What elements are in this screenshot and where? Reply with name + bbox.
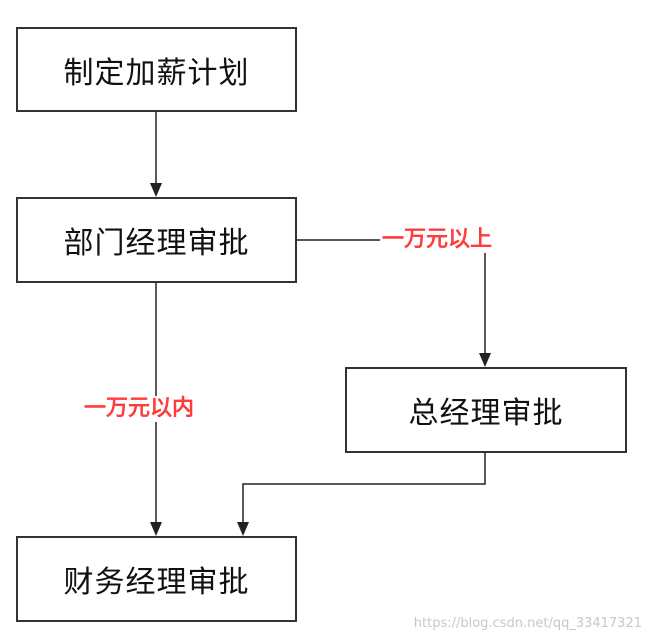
watermark: https://blog.csdn.net/qq_33417321 — [413, 616, 642, 631]
node-dept-manager: 部门经理审批 — [16, 197, 297, 283]
arrowhead-dept-to-gm — [479, 353, 491, 367]
node-finance-manager: 财务经理审批 — [16, 536, 297, 622]
arrow-gm-to-finance — [242, 453, 486, 522]
node-general-manager-label: 总经理审批 — [408, 396, 564, 431]
node-finance-manager-label: 财务经理审批 — [63, 565, 250, 600]
node-plan: 制定加薪计划 — [16, 27, 297, 112]
edge-label-above-10k: 一万元以上 — [380, 227, 495, 253]
arrowhead-gm-to-finance — [237, 522, 249, 536]
arrowhead-dept-to-finance — [150, 522, 162, 536]
arrow-dept-to-gm — [297, 239, 486, 353]
node-dept-manager-label: 部门经理审批 — [63, 226, 250, 261]
edge-label-within-10k: 一万元以内 — [82, 396, 197, 422]
node-plan-label: 制定加薪计划 — [63, 55, 250, 91]
arrowhead-plan-to-dept — [150, 183, 162, 197]
node-general-manager: 总经理审批 — [345, 367, 627, 453]
